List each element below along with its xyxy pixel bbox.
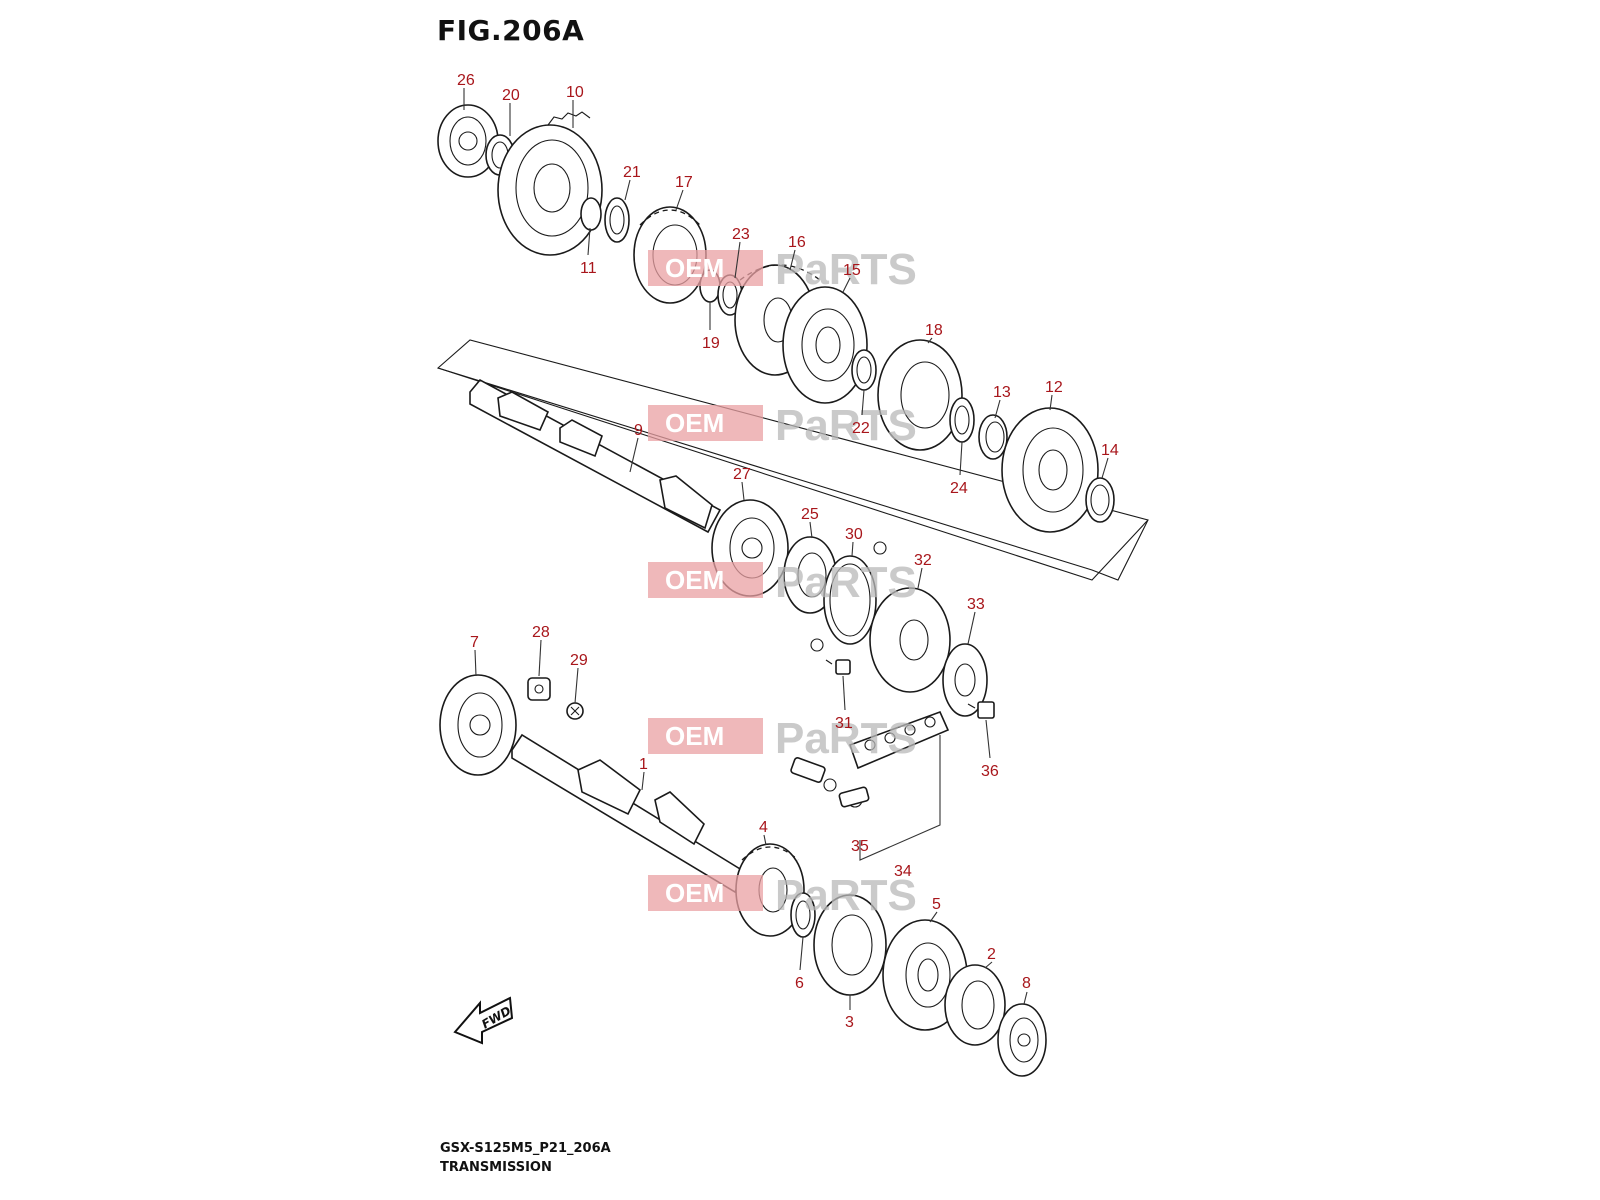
callout-9[interactable]: 9 bbox=[634, 422, 643, 439]
callout-13[interactable]: 13 bbox=[993, 384, 1011, 401]
callout-5[interactable]: 5 bbox=[932, 896, 941, 913]
callout-1[interactable]: 1 bbox=[639, 756, 648, 773]
leader-lines bbox=[463, 88, 1109, 1010]
part-9-countershaft[interactable] bbox=[469, 378, 722, 534]
part-11-bushing[interactable] bbox=[580, 197, 602, 231]
watermark-parts: PaRTS bbox=[775, 401, 917, 450]
callout-28[interactable]: 28 bbox=[532, 624, 550, 641]
watermark-oem: OEM bbox=[665, 408, 724, 438]
part-35-chain-joint[interactable] bbox=[790, 757, 870, 808]
part-31-bolt[interactable] bbox=[825, 659, 851, 675]
part-29-screw[interactable] bbox=[566, 702, 584, 720]
part-34-drive-chain[interactable] bbox=[848, 710, 950, 770]
callout-4[interactable]: 4 bbox=[759, 819, 768, 836]
callout-7[interactable]: 7 bbox=[470, 634, 479, 651]
part-22-washer[interactable] bbox=[851, 349, 877, 391]
part-24-washer[interactable] bbox=[949, 397, 975, 443]
watermark-2: OEM PaRTS bbox=[648, 401, 917, 450]
part-14-circlip[interactable] bbox=[1085, 477, 1115, 523]
callout-26[interactable]: 26 bbox=[457, 72, 475, 89]
callout-15[interactable]: 15 bbox=[843, 262, 861, 279]
part-1-driveshaft[interactable] bbox=[511, 733, 747, 894]
chain-bracket bbox=[859, 735, 941, 861]
callout-25[interactable]: 25 bbox=[801, 506, 819, 523]
watermark-parts: PaRTS bbox=[775, 714, 917, 763]
callout-18[interactable]: 18 bbox=[925, 322, 943, 339]
watermark-oem: OEM bbox=[665, 565, 724, 595]
section-name: TRANSMISSION bbox=[440, 1160, 552, 1175]
part-25-oil-seal[interactable] bbox=[783, 536, 837, 614]
callout-10[interactable]: 10 bbox=[566, 84, 584, 101]
watermark-oem: OEM bbox=[665, 878, 724, 908]
callout-32[interactable]: 32 bbox=[914, 552, 932, 569]
part-18-gear[interactable] bbox=[877, 339, 963, 451]
callout-3[interactable]: 3 bbox=[845, 1014, 854, 1031]
part-36-bolt[interactable] bbox=[967, 701, 995, 719]
callout-24[interactable]: 24 bbox=[950, 480, 968, 497]
callout-27[interactable]: 27 bbox=[733, 466, 751, 483]
watermark-parts: PaRTS bbox=[775, 871, 917, 920]
watermark-5: OEM PaRTS bbox=[648, 871, 917, 920]
part-26-bearing[interactable] bbox=[437, 104, 499, 178]
callout-35[interactable]: 35 bbox=[851, 838, 869, 855]
watermark-3: OEM PaRTS bbox=[648, 558, 917, 607]
callout-2[interactable]: 2 bbox=[987, 946, 996, 963]
callout-20[interactable]: 20 bbox=[502, 87, 520, 104]
part-7-bearing[interactable] bbox=[439, 674, 517, 776]
callout-8[interactable]: 8 bbox=[1022, 975, 1031, 992]
watermark-parts: PaRTS bbox=[775, 558, 917, 607]
part-2-gear[interactable] bbox=[944, 964, 1006, 1046]
part-8-bearing[interactable] bbox=[997, 1003, 1047, 1077]
callout-33[interactable]: 33 bbox=[967, 596, 985, 613]
fwd-arrow-icon: FWD bbox=[453, 996, 513, 1045]
part-10-gear[interactable] bbox=[497, 111, 603, 256]
part-28-retainer[interactable] bbox=[527, 677, 551, 701]
callout-29[interactable]: 29 bbox=[570, 652, 588, 669]
part-12-gear[interactable] bbox=[1001, 407, 1099, 533]
callout-23[interactable]: 23 bbox=[732, 226, 750, 243]
callout-6[interactable]: 6 bbox=[795, 975, 804, 992]
part-13-bushing[interactable] bbox=[978, 414, 1008, 460]
part-21-washer[interactable] bbox=[604, 197, 630, 243]
figure-title: FIG.206A bbox=[437, 14, 585, 47]
part-15-gear[interactable] bbox=[782, 286, 868, 404]
part-33-sprocket-plate[interactable] bbox=[942, 643, 988, 717]
callout-34[interactable]: 34 bbox=[894, 863, 912, 880]
callout-11[interactable]: 11 bbox=[580, 260, 597, 277]
callout-19[interactable]: 19 bbox=[702, 335, 720, 352]
callout-12[interactable]: 12 bbox=[1045, 379, 1063, 396]
watermark-4: OEM PaRTS bbox=[648, 714, 917, 763]
callout-30[interactable]: 30 bbox=[845, 526, 863, 543]
watermark-oem: OEM bbox=[665, 721, 724, 751]
part-30-sprocket-cover-gasket[interactable] bbox=[810, 541, 887, 652]
part-4-gear[interactable] bbox=[735, 843, 805, 937]
callout-labels: 26 20 10 21 17 11 23 16 15 19 18 22 13 1… bbox=[457, 72, 1119, 1031]
callout-21[interactable]: 21 bbox=[623, 164, 641, 181]
callout-31[interactable]: 31 bbox=[835, 715, 853, 732]
watermark-oem: OEM bbox=[665, 253, 724, 283]
callout-17[interactable]: 17 bbox=[675, 174, 693, 191]
shaft-group-outline bbox=[436, 339, 1149, 581]
part-32-engine-sprocket[interactable] bbox=[869, 587, 951, 693]
model-code: GSX-S125M5_P21_206A bbox=[440, 1141, 611, 1156]
callout-36[interactable]: 36 bbox=[981, 763, 999, 780]
callout-16[interactable]: 16 bbox=[788, 234, 806, 251]
callout-22[interactable]: 22 bbox=[852, 420, 870, 437]
callout-14[interactable]: 14 bbox=[1101, 442, 1119, 459]
